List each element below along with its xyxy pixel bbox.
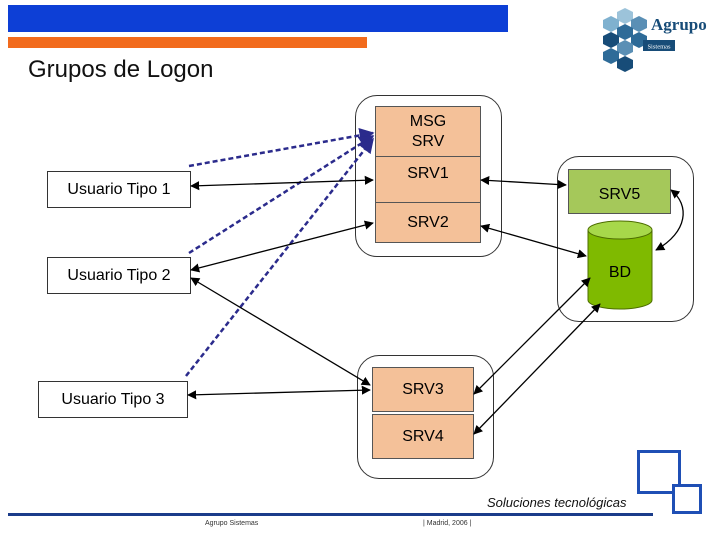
decor-square-small — [672, 484, 702, 514]
logo-sub: Sistemas — [647, 44, 671, 51]
link-srv4-bd — [473, 303, 601, 435]
srv5-label: SRV5 — [598, 185, 641, 203]
footer-tagline: Soluciones tecnológicas — [487, 495, 627, 510]
link-srv1-srv5 — [480, 175, 567, 190]
srv2-box: SRV2 — [375, 202, 481, 243]
header-blue-bar — [8, 5, 508, 32]
dashed-link-user2-msg — [188, 134, 375, 255]
database-cylinder-icon — [587, 220, 653, 310]
msg-srv-line2: SRV — [411, 133, 445, 150]
msg-srv-line1: MSG — [409, 113, 447, 130]
link-srv5-bd-curve — [655, 189, 684, 251]
header-orange-bar — [8, 37, 367, 48]
srv3-label: SRV3 — [402, 380, 444, 398]
user-type-1-box: Usuario Tipo 1 — [47, 171, 191, 208]
logo-hexagons-icon — [603, 8, 647, 72]
dashed-link-user3-msg — [185, 137, 374, 377]
footer-rule — [8, 513, 653, 516]
link-user1-srv1 — [190, 175, 374, 191]
user-type-1-label: Usuario Tipo 1 — [67, 180, 171, 198]
logo-brand: Agrupo — [651, 15, 707, 34]
bd-label: BD — [609, 264, 631, 281]
page-title: Grupos de Logon — [28, 56, 214, 83]
link-user2-srv2 — [190, 220, 374, 273]
agrupo-logo: Agrupo Sistemas — [603, 8, 707, 72]
link-srv2-bd — [480, 223, 587, 259]
link-srv3-bd — [473, 277, 591, 395]
footer-location: | Madrid, 2006 | — [423, 520, 472, 527]
dashed-link-user1-msg — [188, 128, 375, 168]
decor-square-large — [637, 450, 681, 494]
srv1-label: SRV1 — [407, 165, 449, 182]
srv4-label: SRV4 — [402, 427, 444, 445]
srv5-box: SRV5 — [568, 169, 671, 214]
link-user3-srv3 — [187, 385, 371, 400]
msg-srv-box: MSG SRV — [375, 106, 481, 158]
user-type-2-label: Usuario Tipo 2 — [67, 266, 171, 284]
srv3-box: SRV3 — [372, 367, 474, 412]
user-type-3-label: Usuario Tipo 3 — [61, 390, 165, 408]
user-type-3-box: Usuario Tipo 3 — [38, 381, 188, 418]
link-user2-srv3 — [190, 277, 371, 386]
user-type-2-box: Usuario Tipo 2 — [47, 257, 191, 294]
srv1-box: SRV1 — [375, 156, 481, 204]
footer-company: Agrupo Sistemas — [205, 520, 259, 527]
srv2-label: SRV2 — [407, 213, 449, 231]
srv4-box: SRV4 — [372, 414, 474, 459]
